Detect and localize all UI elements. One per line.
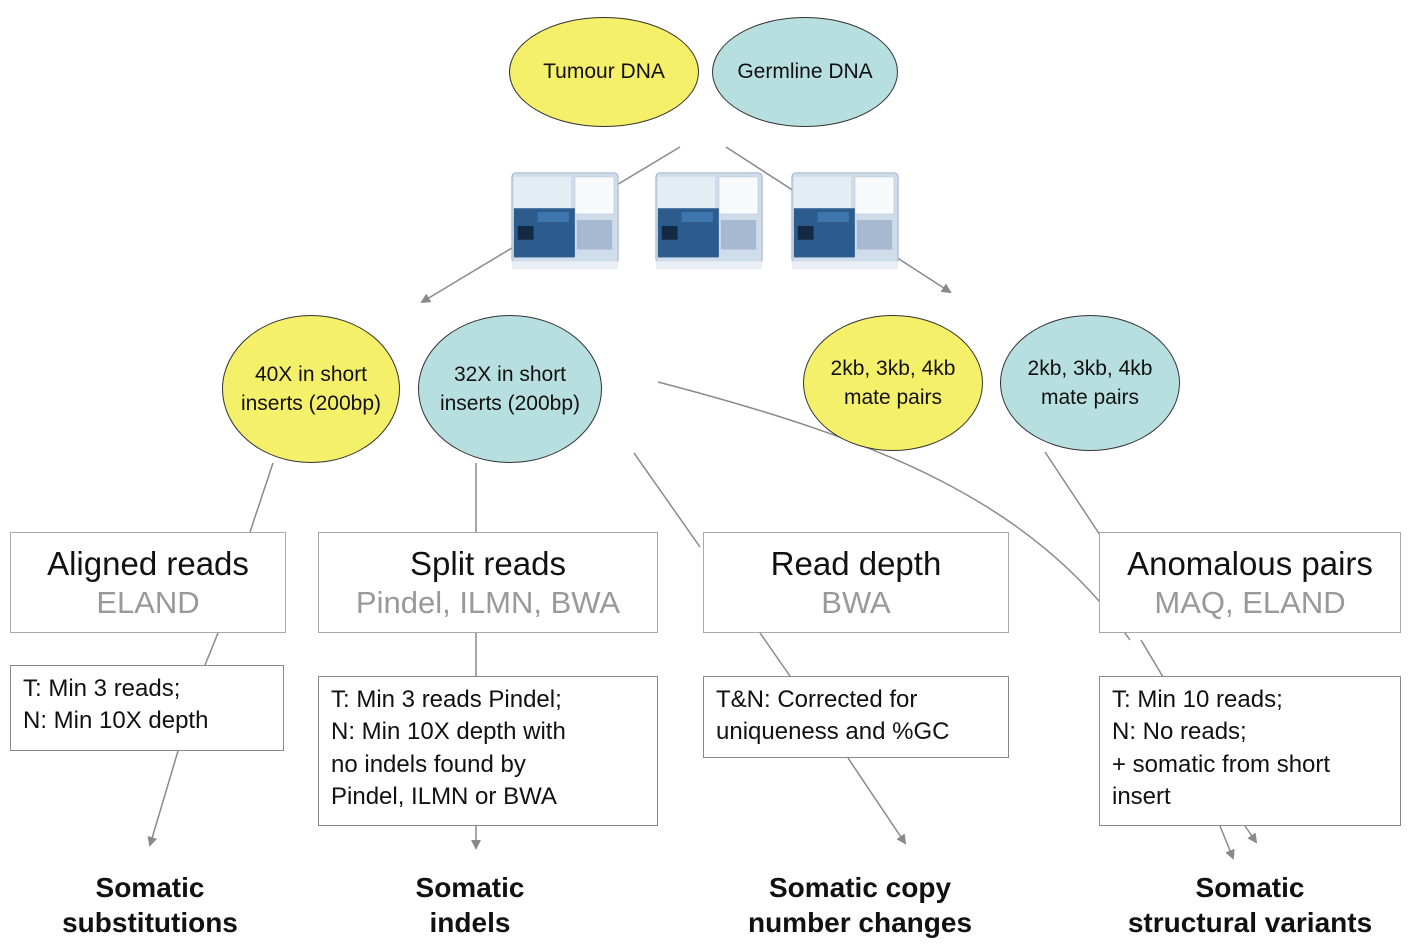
germline-short-insert-node: 32X in short inserts (200bp) [418,315,602,463]
method-tools: Pindel, ILMN, BWA [355,584,621,620]
line-aligned-to-criteria [204,632,219,666]
arrow-to-structural-2 [1244,825,1258,844]
tumour-short-line-1: 40X in short [254,362,368,386]
outcome-line: Somatic copy [768,872,952,903]
arrow-to-structural-1 [1219,825,1235,860]
method-tools: MAQ, ELAND [1154,584,1346,620]
criteria-substitutions: T: Min 3 reads; N: Min 10X depth [10,665,284,751]
germline-dna-label: Germline DNA [737,60,873,84]
outcome-structural-variants: Somatic structural variants [1100,870,1400,940]
line-tumour-short-to-aligned [249,462,274,533]
outcome-line: indels [429,907,511,938]
criteria-line: Pindel, ILMN or BWA [331,783,557,811]
criteria-line: N: Min 10X depth [23,707,209,735]
outcome-line: structural variants [1127,907,1373,938]
criteria-indels: T: Min 3 reads Pindel; N: Min 10X depth … [318,676,658,826]
arrow-to-copy-number [847,757,907,845]
method-title: Aligned reads [47,544,249,582]
outcome-line: substitutions [62,907,238,938]
tumour-mate-line-2: mate pairs [843,386,943,409]
germline-short-line-1: 32X in short [453,362,567,386]
outcome-line: number changes [747,907,973,938]
outcome-line: Somatic [1195,872,1305,903]
criteria-line: T: Min 10 reads; [1112,686,1283,713]
sequencing-machine-icon [655,172,763,270]
sequencing-machine-icon [511,172,619,270]
criteria-line: T: Min 3 reads; [23,675,181,702]
method-tools: ELAND [96,584,200,620]
line-mate-to-anomalous [1044,451,1101,536]
outcome-copy-number: Somatic copy number changes [710,870,1010,940]
line-short-to-anomalous [657,381,1131,641]
method-title: Split reads [410,544,566,582]
germline-mate-line-1: 2kb, 3kb, 4kb [1027,356,1153,380]
arrow-to-substitutions [147,750,179,847]
method-split-reads: Split reads Pindel, ILMN, BWA [318,532,658,633]
outcome-substitutions: Somatic substitutions [20,870,280,940]
method-anomalous-pairs: Anomalous pairs MAQ, ELAND [1099,532,1401,633]
criteria-line: N: Min 10X depth with [331,718,566,746]
tumour-mate-line-1: 2kb, 3kb, 4kb [830,356,956,380]
criteria-line: uniqueness and %GC [716,718,950,746]
method-title: Anomalous pairs [1127,544,1373,582]
tumour-short-insert-node: 40X in short inserts (200bp) [222,315,400,463]
outcome-indels: Somatic indels [360,870,580,940]
method-aligned-reads: Aligned reads ELAND [10,532,286,633]
method-read-depth: Read depth BWA [703,532,1009,633]
outcome-line: Somatic [95,872,205,903]
criteria-line: insert [1112,783,1171,811]
method-title: Read depth [770,544,942,582]
germline-mate-pair-node: 2kb, 3kb, 4kb mate pairs [1000,315,1180,451]
criteria-line: N: No reads; [1112,718,1247,746]
criteria-copy-number: T&N: Corrected for uniqueness and %GC [703,676,1009,758]
criteria-line: T&N: Corrected for [716,686,918,713]
criteria-line: + somatic from short [1112,750,1331,778]
germline-dna-node: Germline DNA [712,17,898,127]
germline-mate-line-2: mate pairs [1040,386,1140,409]
tumour-dna-label: Tumour DNA [543,60,665,84]
germline-short-line-2: inserts (200bp) [439,392,581,415]
tumour-short-line-2: inserts (200bp) [240,392,382,415]
sequencing-machine-icon [791,172,899,270]
criteria-structural: T: Min 10 reads; N: No reads; + somatic … [1099,676,1401,826]
tumour-mate-pair-node: 2kb, 3kb, 4kb mate pairs [803,315,983,451]
tumour-dna-node: Tumour DNA [509,17,699,127]
line-depth-to-criteria [759,632,791,677]
outcome-line: Somatic [415,872,525,903]
criteria-line: T: Min 3 reads Pindel; [331,686,562,713]
criteria-line: no indels found by [331,750,526,778]
line-short-to-read-depth [633,452,701,548]
method-tools: BWA [821,584,891,620]
